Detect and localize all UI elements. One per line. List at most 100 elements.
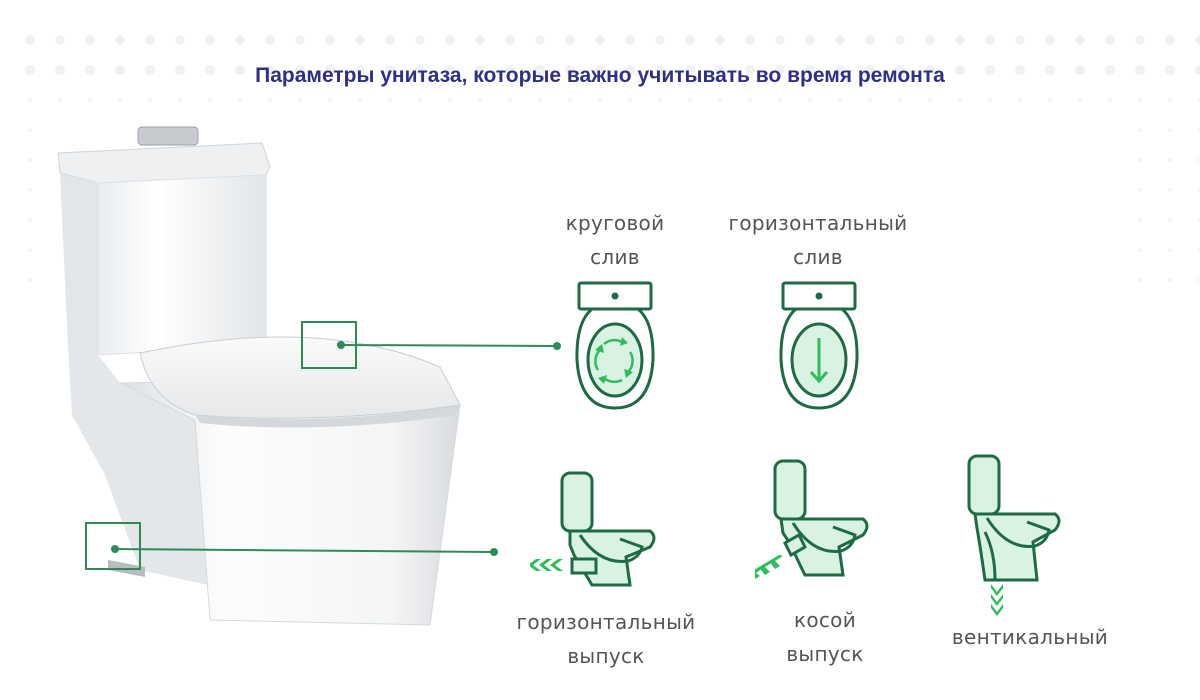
label-horizontal-outlet-line1: горизонтальный <box>516 610 696 634</box>
background-dot <box>985 65 995 75</box>
background-dot <box>298 98 302 102</box>
background-dot <box>1108 98 1112 102</box>
background-dot <box>205 65 215 75</box>
background-dot <box>328 98 332 102</box>
background-dot <box>1168 98 1172 102</box>
background-dot <box>475 35 485 45</box>
background-dot <box>418 98 422 102</box>
background-dot <box>628 98 632 102</box>
background-dot <box>28 128 32 132</box>
background-dot <box>448 98 452 102</box>
background-dot <box>898 98 902 102</box>
background-dot <box>1015 65 1025 75</box>
background-dot <box>568 98 572 102</box>
background-dot <box>55 35 65 45</box>
background-dot <box>1018 98 1022 102</box>
background-dot <box>25 35 35 45</box>
background-dot <box>175 65 185 75</box>
background-dot <box>55 65 65 75</box>
background-dot <box>1045 35 1055 45</box>
background-dot <box>388 98 392 102</box>
background-dot <box>958 98 962 102</box>
background-dot <box>265 65 275 75</box>
label-horizontal-drain: горизонтальный слив <box>712 206 924 274</box>
background-dot <box>595 65 605 75</box>
background-dot <box>235 35 245 45</box>
background-dot <box>625 35 635 45</box>
background-dot <box>808 98 812 102</box>
label-horizontal-outlet-line2: выпуск <box>567 644 645 668</box>
background-dot <box>835 65 845 75</box>
background-dot <box>28 98 32 102</box>
background-dot <box>1048 98 1052 102</box>
background-dot <box>28 158 32 162</box>
label-horizontal-outlet: горизонтальный выпуск <box>500 605 712 673</box>
background-dot <box>505 35 515 45</box>
background-dot <box>28 248 32 252</box>
background-dot <box>778 98 782 102</box>
background-dot <box>28 278 32 282</box>
background-dot <box>745 35 755 45</box>
background-dot <box>955 35 965 45</box>
background-dot <box>1135 65 1145 75</box>
background-dot <box>148 98 152 102</box>
background-dot <box>655 65 665 75</box>
background-dot <box>1138 98 1142 102</box>
background-dot <box>325 65 335 75</box>
oblique-outlet-icon <box>755 459 869 579</box>
background-dot <box>58 98 62 102</box>
background-dot <box>985 35 995 45</box>
background-dot <box>598 98 602 102</box>
background-dot <box>1105 65 1115 75</box>
background-dot <box>415 65 425 75</box>
background-dot <box>28 188 32 192</box>
background-dot <box>895 35 905 45</box>
background-dot <box>838 98 842 102</box>
background-dot <box>745 65 755 75</box>
background-dot <box>625 65 635 75</box>
background-dot <box>1168 158 1172 162</box>
background-dot <box>655 35 665 45</box>
background-dot <box>1138 278 1142 282</box>
label-circular-drain-line2: слив <box>590 245 640 269</box>
background-dot <box>505 65 515 75</box>
background-dot <box>85 65 95 75</box>
background-dot <box>565 35 575 45</box>
seat-connector-end-dot <box>553 342 561 350</box>
background-dot <box>208 98 212 102</box>
background-dot <box>88 98 92 102</box>
background-dot <box>595 35 605 45</box>
vertical-outlet-icon <box>967 454 1061 616</box>
label-circular-drain: круговой слив <box>540 206 690 274</box>
background-dot <box>658 98 662 102</box>
background-dot <box>1138 158 1142 162</box>
background-dot <box>268 98 272 102</box>
background-dot <box>955 65 965 75</box>
background-dot <box>535 65 545 75</box>
background-dot <box>1168 128 1172 132</box>
outlet-connector-line <box>114 548 495 553</box>
background-dot <box>115 35 125 45</box>
label-oblique-outlet-line1: косой <box>793 608 857 632</box>
background-dot <box>1075 65 1085 75</box>
background-dot <box>1138 248 1142 252</box>
background-dot <box>475 65 485 75</box>
outlet-callout-box <box>85 522 141 570</box>
background-dot <box>85 35 95 45</box>
background-dot <box>178 98 182 102</box>
background-dot <box>115 65 125 75</box>
background-dot <box>1138 128 1142 132</box>
background-dot <box>205 35 215 45</box>
label-circular-drain-line1: круговой <box>565 211 665 235</box>
background-dot <box>1015 35 1025 45</box>
background-dot <box>1075 35 1085 45</box>
background-dot <box>1195 35 1200 45</box>
background-dot <box>688 98 692 102</box>
label-horizontal-drain-line2: слив <box>793 245 843 269</box>
background-dot <box>928 98 932 102</box>
background-dot <box>1138 218 1142 222</box>
background-dot <box>1168 278 1172 282</box>
label-oblique-outlet-line2: выпуск <box>786 642 864 666</box>
background-dot <box>445 35 455 45</box>
background-dot <box>1168 188 1172 192</box>
